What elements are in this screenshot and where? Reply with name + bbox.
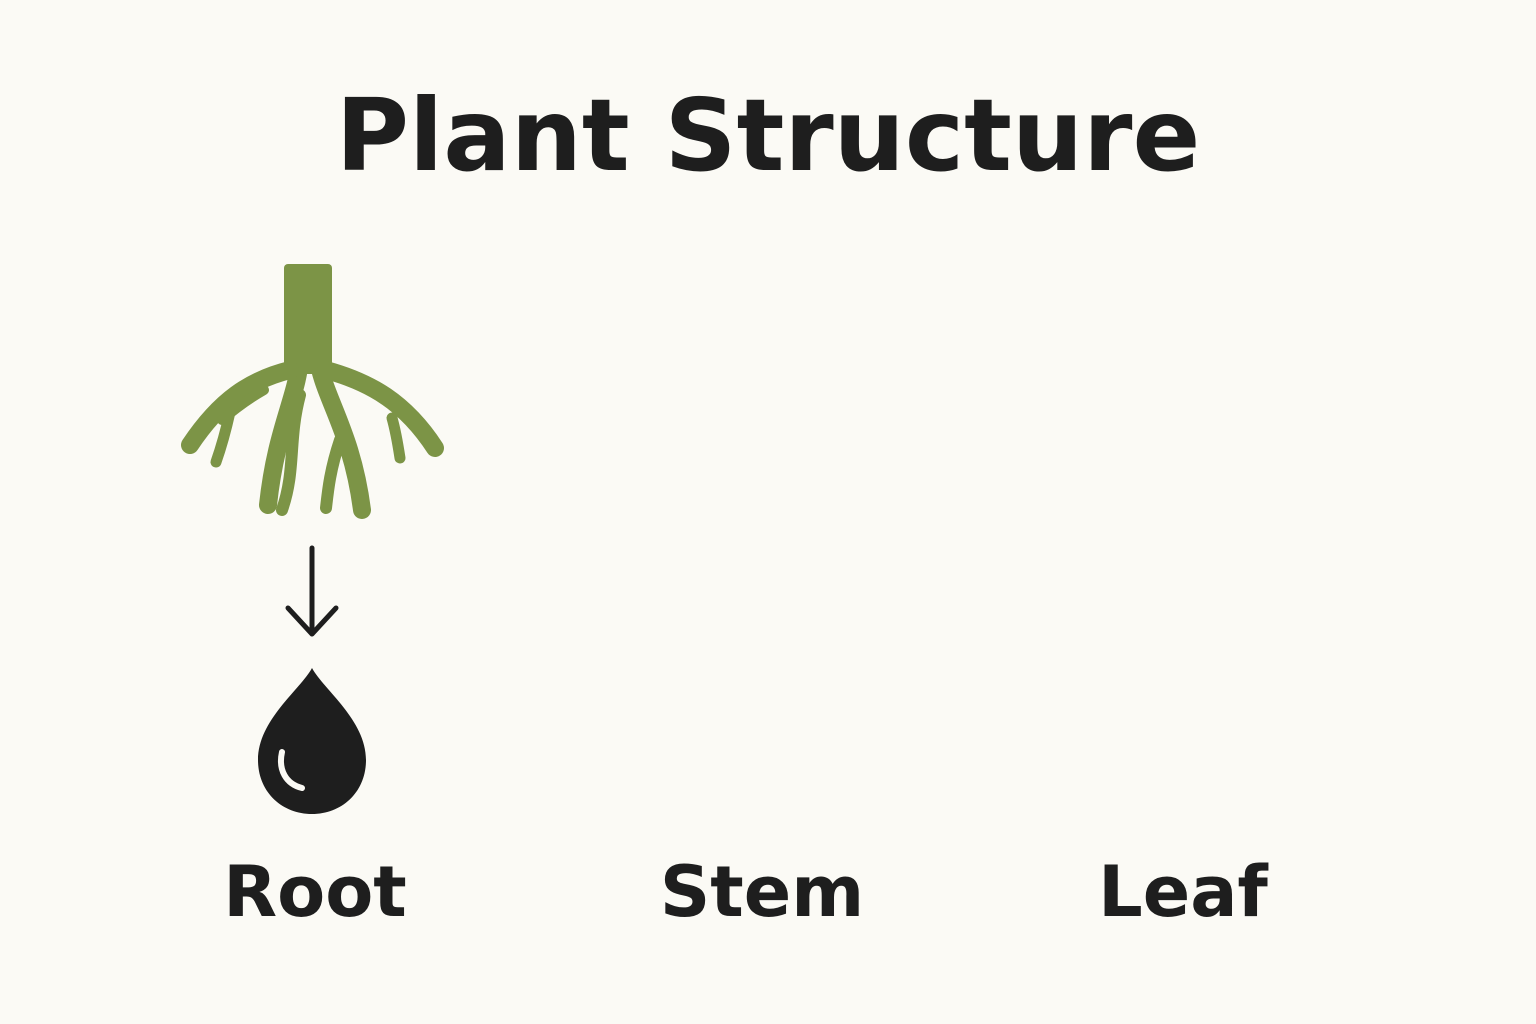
water-drop-icon [258, 668, 366, 814]
page-title: Plant Structure [335, 77, 1201, 194]
leaf-label: Leaf [1098, 851, 1268, 933]
stem-label: Stem [659, 851, 865, 933]
root-label: Root [223, 851, 407, 933]
root-arrow-icon [285, 545, 339, 637]
root-icon [181, 264, 444, 519]
